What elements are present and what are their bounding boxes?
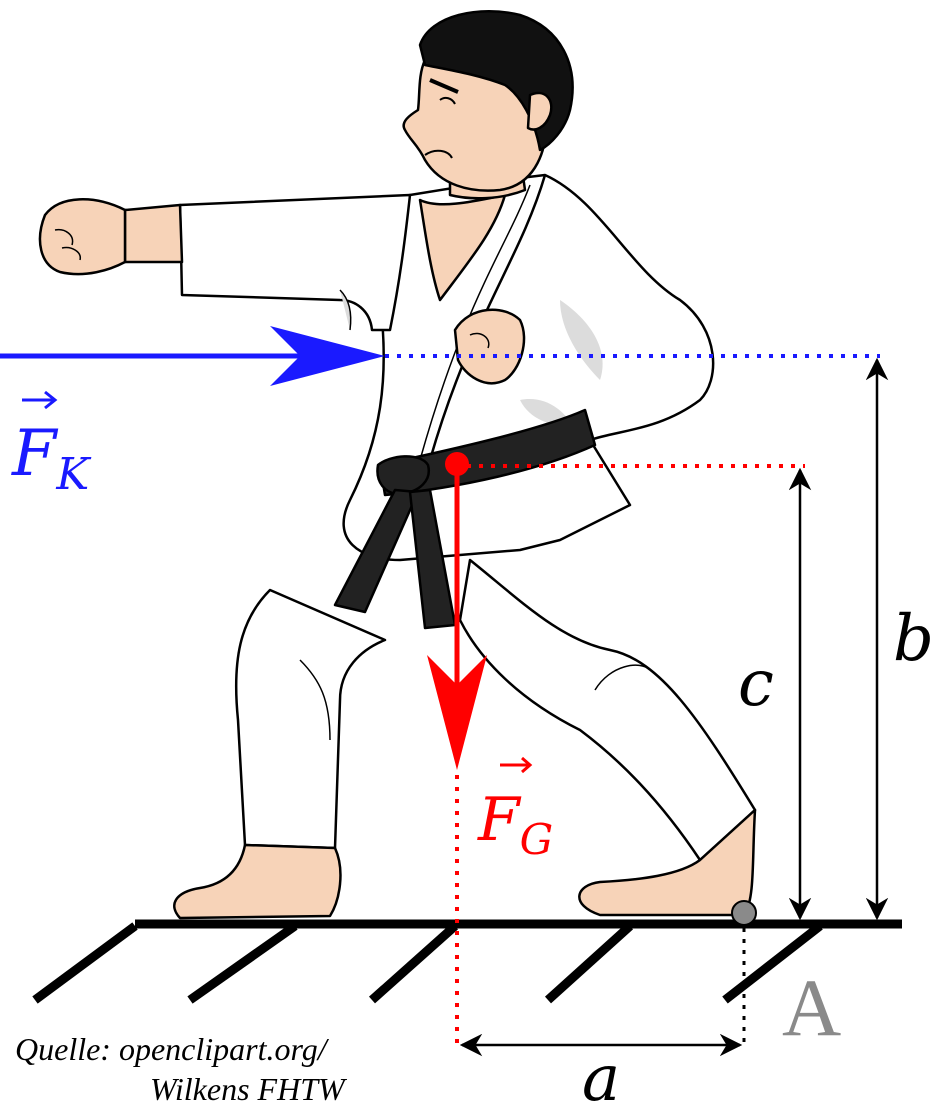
left-forearm [123,203,184,264]
center-of-mass-dot [445,452,469,476]
belt-knot [376,455,431,496]
ground-hatching [32,922,823,1004]
right-foot [578,808,757,917]
karate-fighter [38,10,757,920]
extended-sleeve [178,193,412,332]
chest-skin [418,193,507,302]
force-vector-arrow-icon [270,326,385,386]
pivot-point-icon [731,900,757,926]
black-belt [378,408,597,497]
left-pant-leg [234,588,387,850]
punching-fist [38,198,127,276]
force-k-label: FK [11,417,91,500]
dimension-b: b [865,357,934,921]
ground [32,919,902,1004]
dim-a-label: a [582,1042,620,1110]
point-a-label: A [782,962,841,1053]
credit-line-1: Quelle: openclipart.org/ [15,1031,330,1067]
dim-c-label: c [738,647,774,721]
force-k-group: FK [0,326,880,500]
dimension-c: c [738,467,812,921]
pivot-group: A [731,900,841,1053]
gravity-vector-arrow-icon [427,655,487,770]
ear [526,91,553,131]
dim-b-label: b [893,602,934,676]
force-g-group: FG [427,452,805,1045]
chambered-fist [453,308,526,385]
credit: Quelle: openclipart.org/ Wilkens FHTW [15,1031,348,1107]
dimension-a: a [459,1033,743,1110]
credit-line-2: Wilkens FHTW [150,1071,348,1107]
left-foot [173,843,342,920]
force-g-label: FG [477,785,553,864]
